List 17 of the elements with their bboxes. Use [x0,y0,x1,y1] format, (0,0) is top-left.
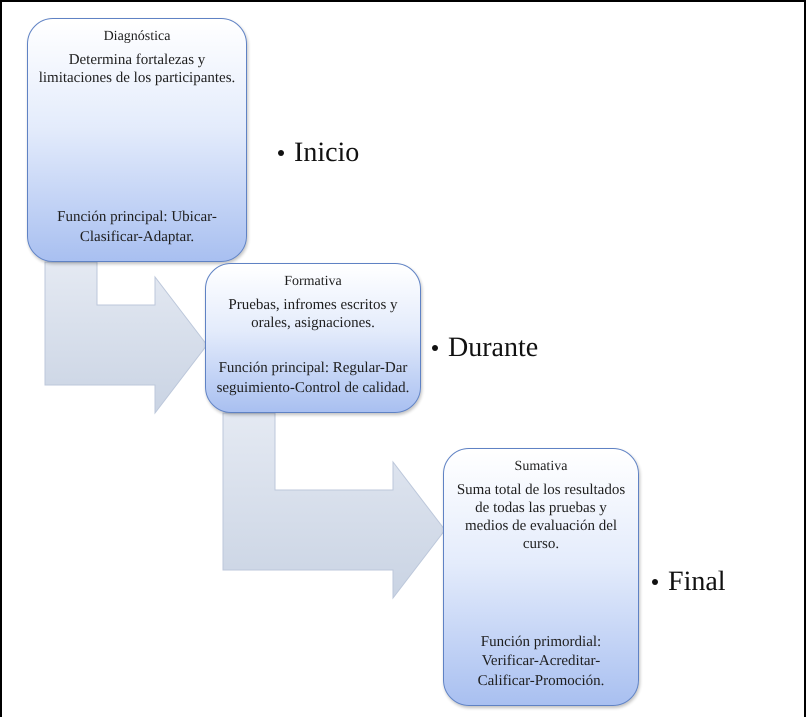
box-function: Función principal: Regular-Dar seguimiento-Control de calidad. [216,359,410,398]
box-title: Formativa [284,274,342,290]
stage-label: Inicio [294,137,360,169]
box-title: Sumativa [514,459,568,475]
stage-label: Final [668,566,726,598]
bent-arrow [222,412,446,600]
box-function: Función principal: Ubicar-Clasificar-Adaptar. [56,208,218,246]
box-description: Pruebas, infromes escritos y orales, asignaciones. [227,296,399,332]
stage-label: Durante [448,332,538,364]
rounded-box [27,18,247,262]
box-function: Función primordial: Verificar-Acreditar-Calificar-Promoción. [476,632,606,690]
box-description: Suma total de los resultados de todas las pruebas y medios de evaluación del curso. [456,481,626,553]
box-title: Diagnóstica [104,29,170,45]
box-description: Determina fortalezas y limitaciones de los participantes. [38,51,236,87]
rounded-box [443,448,639,706]
rounded-box [205,263,421,413]
bent-arrow [44,262,208,414]
